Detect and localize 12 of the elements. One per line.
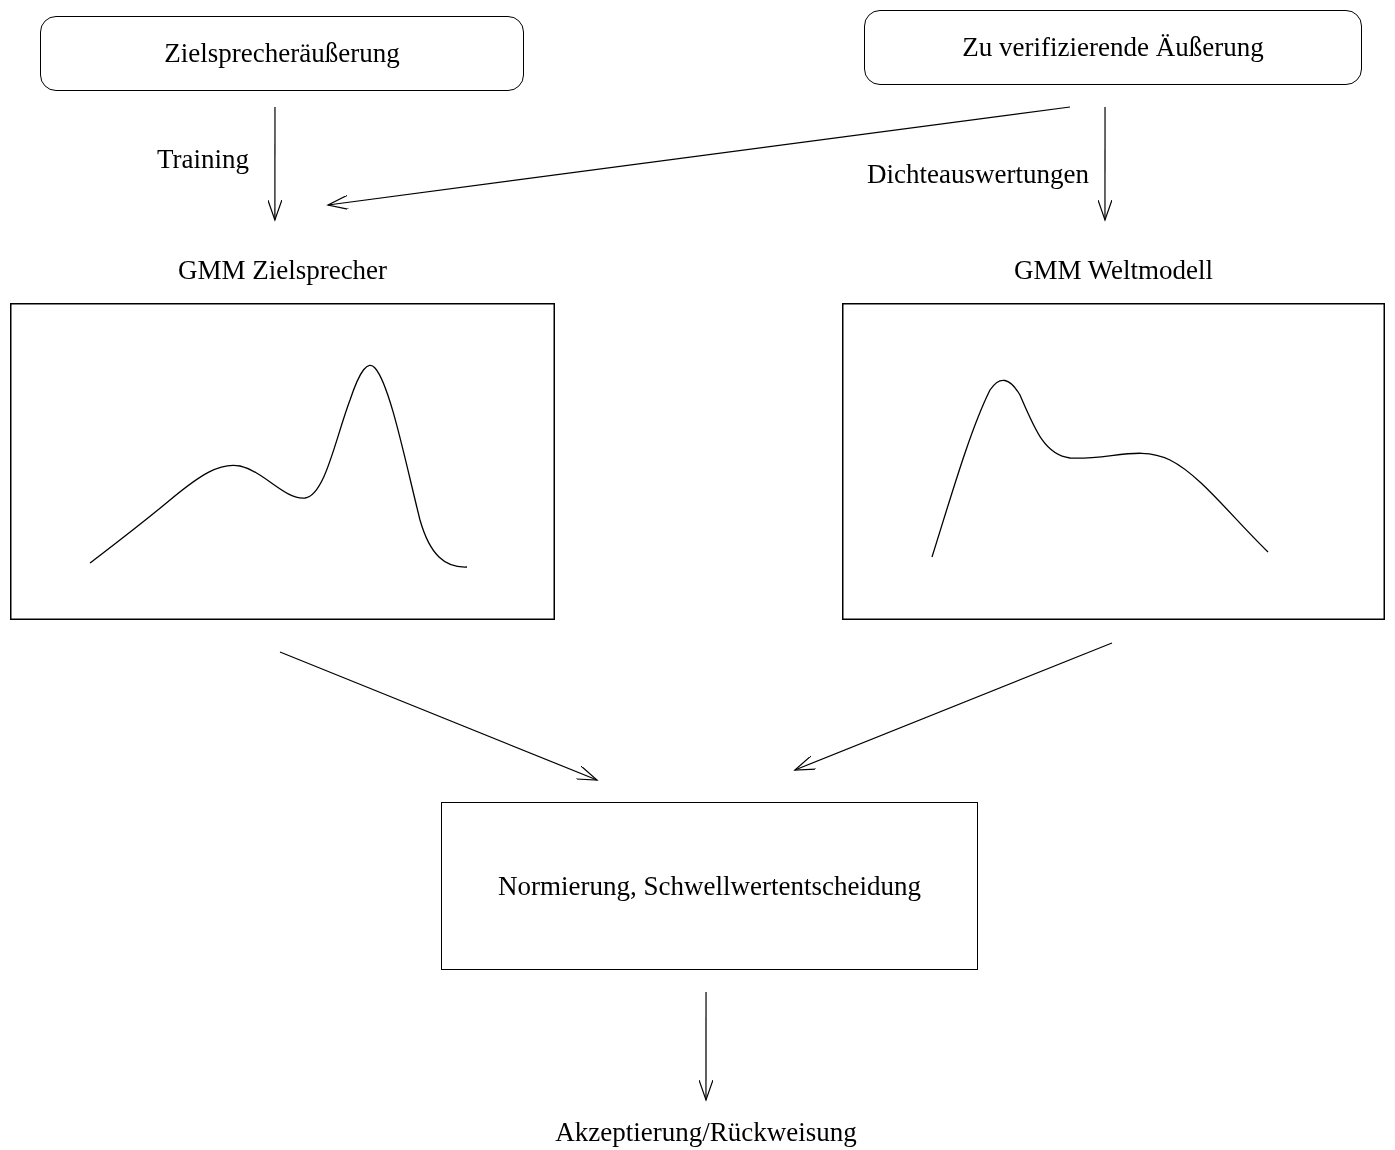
panel-heading: GMM Weltmodell [1012,255,1215,286]
panel-heading: GMM Zielsprecher [176,255,389,286]
input-box: Zu verifizierende Äußerung [864,10,1362,85]
arrow [267,106,283,221]
arrow [279,651,598,781]
arrow [794,642,1113,771]
input-box: Zielsprecheräußerung [40,16,524,91]
process-box: Normierung, Schwellwertentscheidung [441,802,978,970]
result-text: Akzeptierung/Rückweisung [520,1112,892,1150]
arrow [1097,106,1113,221]
arrow [327,106,1071,210]
arrow [698,991,714,1101]
